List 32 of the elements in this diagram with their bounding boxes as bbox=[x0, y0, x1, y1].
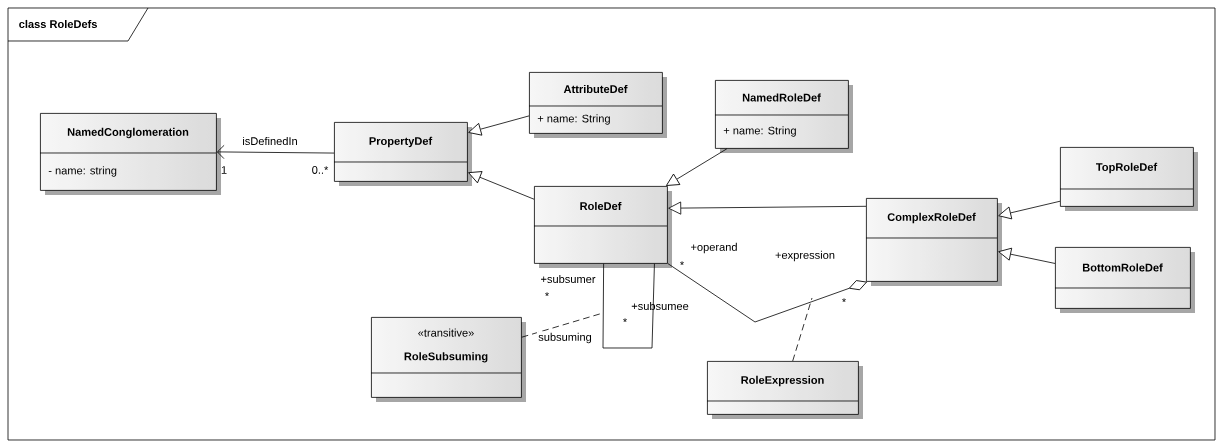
role-label: +subsumee bbox=[631, 301, 689, 311]
class-box: «transitive» RoleSubsuming bbox=[370, 317, 526, 402]
connector bbox=[667, 263, 867, 323]
edge-label: subsuming bbox=[536, 331, 594, 345]
role-label: +operand bbox=[691, 242, 737, 254]
dashed-line bbox=[521, 312, 604, 338]
role-label: +expression bbox=[775, 250, 835, 262]
class-box: AttributeDef + name: String bbox=[528, 72, 667, 138]
connector bbox=[217, 144, 335, 160]
role-label: 0..* bbox=[312, 166, 329, 174]
class-box: NamedRoleDef + name: String bbox=[714, 80, 853, 153]
class-box: TopRoleDef bbox=[1059, 147, 1198, 211]
class-box: PropertyDef bbox=[333, 122, 472, 186]
role-label: * bbox=[842, 298, 846, 303]
class-box: RoleExpression bbox=[706, 361, 863, 419]
role-label: * bbox=[545, 292, 549, 297]
class-box: NamedConglomeration - name: string bbox=[39, 113, 221, 195]
role-label: +subsumer bbox=[541, 274, 596, 284]
class-box: BottomRoleDef bbox=[1054, 247, 1195, 313]
class-box: RoleDef bbox=[533, 186, 672, 268]
connector bbox=[468, 171, 535, 200]
connector bbox=[668, 201, 867, 215]
connector bbox=[998, 200, 1061, 220]
class-box: ComplexRoleDef bbox=[865, 198, 1002, 286]
connector bbox=[998, 247, 1056, 264]
role-label: * bbox=[680, 261, 684, 266]
role-label: * bbox=[623, 318, 627, 323]
dashed-line bbox=[792, 297, 813, 362]
connector bbox=[602, 263, 655, 349]
edge-label: isDefinedIn bbox=[241, 135, 300, 147]
connector bbox=[468, 115, 530, 136]
connector bbox=[666, 148, 728, 186]
